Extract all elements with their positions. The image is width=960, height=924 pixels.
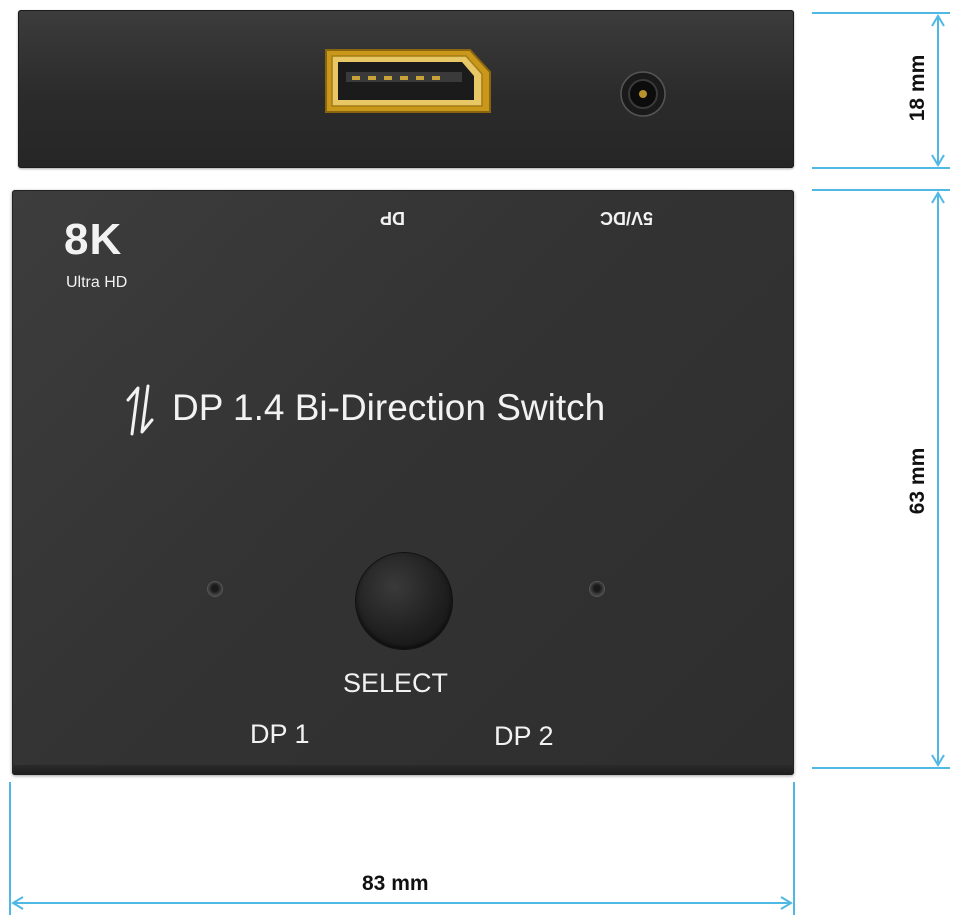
- select-button[interactable]: [356, 553, 452, 649]
- height-arrow-bottom: [931, 154, 945, 167]
- dc-power-jack: [620, 71, 666, 117]
- dp1-indicator-led: [208, 582, 222, 596]
- width-arrow-right: [780, 896, 793, 910]
- width-arrow-left: [11, 896, 24, 910]
- device-front-edge: [12, 765, 794, 775]
- width-dimension-label: 83 mm: [362, 872, 429, 895]
- port-2-label: DP 2: [494, 721, 554, 751]
- depth-arrow-bottom: [931, 754, 945, 767]
- product-title: DP 1.4 Bi-Direction Switch: [172, 387, 606, 428]
- device-top-view: [12, 190, 794, 775]
- port-1-label: DP 1: [250, 719, 310, 749]
- height-arrow-top: [931, 14, 945, 27]
- depth-dimension-label: 63 mm: [906, 447, 929, 515]
- resolution-logo: 8K: [64, 215, 123, 264]
- displayport-connector: [325, 49, 491, 113]
- dp2-indicator-led: [590, 582, 604, 596]
- depth-arrow-top: [931, 191, 945, 204]
- height-dimension-label: 18 mm: [906, 54, 929, 122]
- select-button-label: SELECT: [343, 668, 449, 698]
- bidirectional-arrows-icon: [126, 384, 154, 436]
- resolution-logo-subtitle: Ultra HD: [66, 274, 128, 291]
